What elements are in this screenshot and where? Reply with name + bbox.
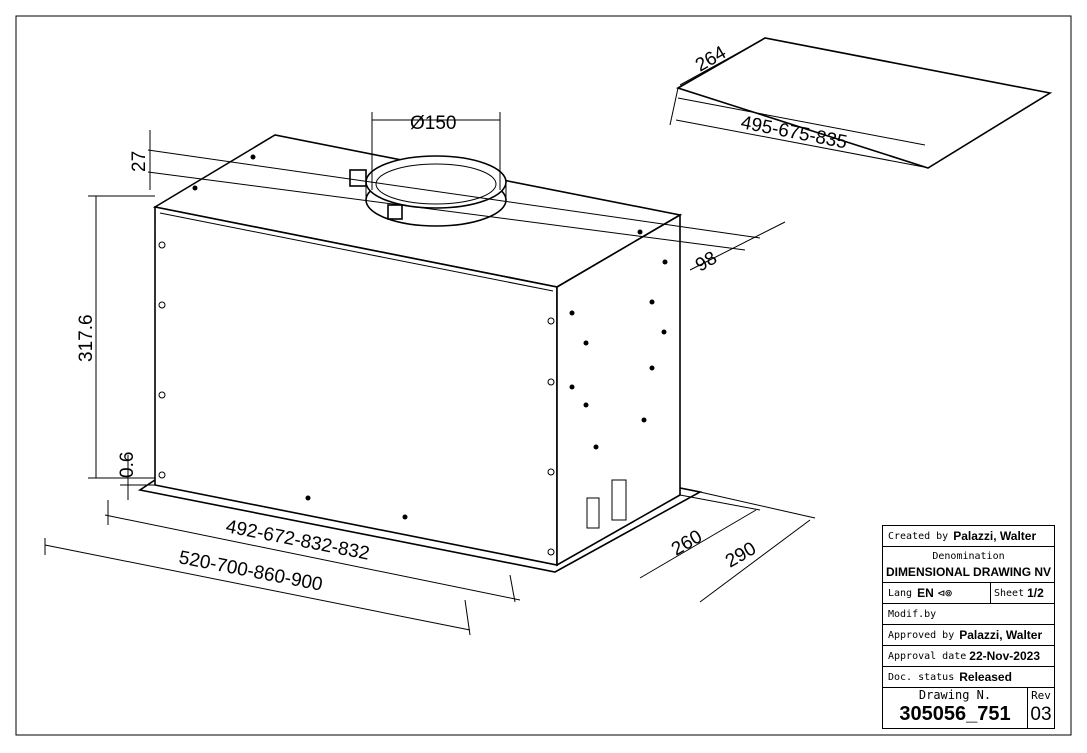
created-by-value: Palazzi, Walter	[953, 529, 1037, 543]
lang-sheet-row: Lang EN ⊲⊚ Sheet 1/2	[883, 583, 1054, 604]
label: Modif.by	[888, 608, 937, 620]
dim-flange-width: 520-700-860-900	[177, 547, 324, 595]
label: Sheet	[994, 587, 1025, 599]
doc-status-value: Released	[959, 670, 1012, 684]
sheet-value: 1/2	[1027, 586, 1044, 600]
denomination-value: DIMENSIONAL DRAWING NV	[885, 564, 1052, 579]
approved-by-value: Palazzi, Walter	[959, 628, 1043, 642]
label: Rev	[1031, 689, 1051, 702]
denomination-row: Denomination DIMENSIONAL DRAWING NV	[883, 547, 1054, 583]
title-block: Created by Palazzi, Walter Denomination …	[882, 525, 1055, 729]
rev-value: 03	[1030, 704, 1052, 725]
dim-duct-diameter: Ø150	[410, 113, 456, 134]
label: Denomination	[932, 550, 1005, 562]
label: Created by	[888, 530, 949, 542]
doc-status-row: Doc. status Released	[883, 667, 1054, 688]
modif-row: Modif.by	[883, 604, 1054, 625]
label: Lang	[888, 587, 913, 599]
dimension-lines	[44, 112, 816, 636]
label: Approved by	[888, 629, 955, 641]
filter-panel	[676, 37, 1053, 169]
mounting-holes	[158, 154, 668, 556]
drawing-number-row: Drawing N. 305056_751 Rev 03	[883, 688, 1054, 728]
duct-collar	[349, 155, 507, 227]
dim-flange-depth: 290	[722, 538, 760, 572]
label: Drawing N.	[918, 688, 992, 702]
approved-by-row: Approved by Palazzi, Walter	[883, 625, 1054, 646]
dim-flange-thickness: 0.6	[117, 452, 138, 478]
drawing-number-value: 305056_751	[899, 703, 1011, 725]
side-brackets	[586, 479, 627, 529]
lang-value: EN	[917, 586, 934, 600]
approval-date-value: 22-Nov-2023	[969, 649, 1040, 663]
dim-duct-offset: 98	[692, 248, 721, 277]
dim-duct-height: 27	[129, 151, 150, 172]
created-by-row: Created by Palazzi, Walter	[883, 526, 1054, 547]
dim-body-depth: 260	[668, 526, 706, 560]
panel-dimension-lines	[669, 39, 926, 168]
dim-height: 317.6	[76, 314, 97, 362]
label: Approval date	[888, 650, 967, 662]
drawing-border	[15, 15, 1072, 736]
projection-symbol-icon: ⊲⊚	[937, 586, 953, 600]
label: Doc. status	[888, 671, 955, 683]
approval-date-row: Approval date 22-Nov-2023	[883, 646, 1054, 667]
